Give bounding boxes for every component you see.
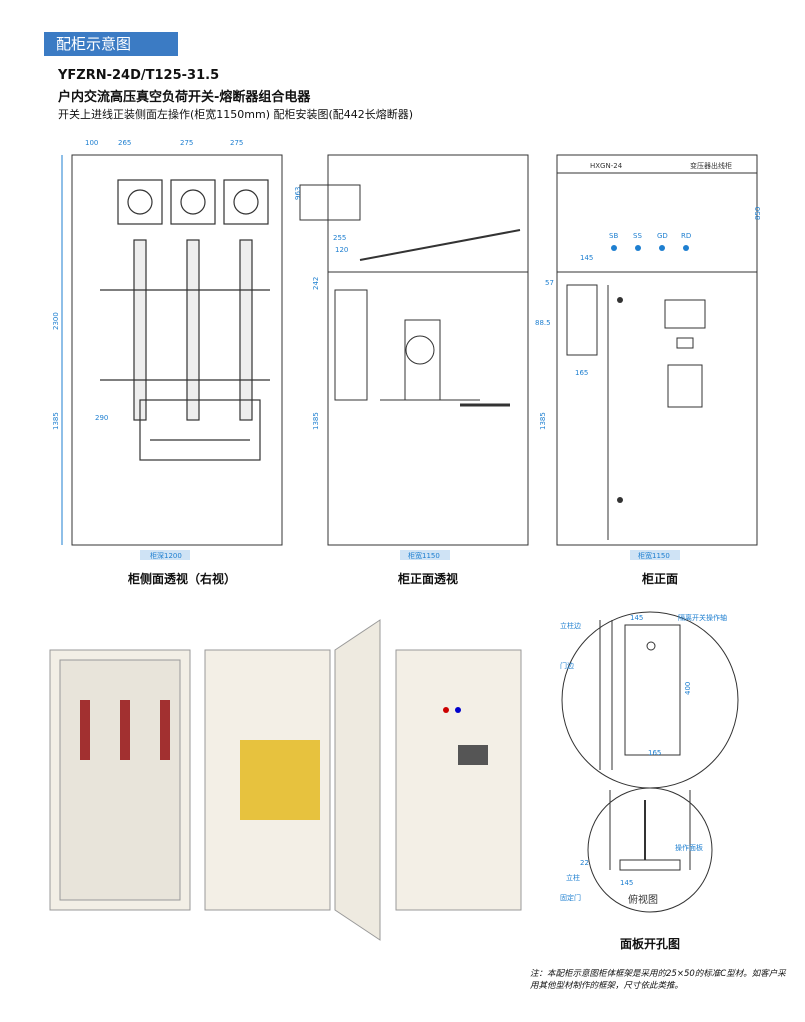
svg-text:88.5: 88.5 [535, 319, 551, 327]
model-title: YFZRN-24D/T125-31.5 [58, 68, 220, 83]
svg-text:操作面板: 操作面板 [675, 843, 703, 852]
photo-open-cabinet [49, 649, 191, 911]
front-view-caption: 柜正面 [641, 572, 678, 586]
svg-text:120: 120 [335, 246, 348, 254]
svg-text:立柱: 立柱 [566, 873, 580, 882]
photo-front-closed [395, 649, 522, 911]
install-subtitle: 开关上进线正装侧面左操作(柜宽1150mm) 配柜安装图(配442长熔断器) [58, 108, 414, 121]
svg-text:1385: 1385 [312, 412, 320, 430]
front-perspective-drawing: 963 255 120 242 1385 柜宽1150 [294, 154, 529, 560]
section-header: 配柜示意图 [44, 32, 178, 56]
side-view-caption: 柜侧面透视（右视） [127, 572, 236, 586]
svg-text:1385: 1385 [52, 412, 60, 430]
svg-text:隔离开关操作轴: 隔离开关操作轴 [678, 613, 727, 622]
svg-text:145: 145 [620, 879, 633, 887]
top-view-label: 俯视图 [628, 893, 658, 906]
detail-caption: 面板开孔图 [619, 937, 680, 951]
svg-text:963: 963 [294, 187, 302, 200]
svg-text:SS: SS [633, 232, 642, 240]
side-view-drawing: 265 275 275 100 2300 1385 290 柜深1200 [52, 139, 283, 560]
product-title: 户内交流高压真空负荷开关-熔断器组合电器 [58, 90, 311, 105]
svg-text:GD: GD [657, 232, 668, 240]
svg-text:242: 242 [312, 277, 320, 290]
svg-text:290: 290 [95, 414, 108, 422]
svg-text:柜宽1150: 柜宽1150 [408, 551, 440, 560]
front-persp-caption: 柜正面透视 [397, 572, 458, 586]
side-width-label: 柜深1200 [150, 551, 182, 560]
svg-text:2300: 2300 [52, 312, 60, 330]
svg-text:145: 145 [580, 254, 593, 262]
svg-text:275: 275 [230, 139, 243, 147]
svg-text:变压器出线柜: 变压器出线柜 [690, 161, 732, 170]
svg-text:850: 850 [754, 207, 762, 220]
svg-text:22: 22 [580, 859, 589, 867]
svg-text:165: 165 [575, 369, 588, 377]
svg-text:立柱边: 立柱边 [560, 621, 581, 630]
svg-text:RD: RD [681, 232, 691, 240]
svg-text:57: 57 [545, 279, 554, 287]
front-view-drawing: HXGN-24 变压器出线柜 SB SS GD RD 145 57 88.5 1… [535, 154, 762, 560]
svg-text:165: 165 [648, 749, 661, 757]
photo-door-open [204, 619, 381, 941]
svg-text:门边: 门边 [560, 661, 574, 670]
svg-text:固定门: 固定门 [560, 893, 581, 902]
svg-text:400: 400 [684, 682, 692, 695]
svg-text:HXGN-24: HXGN-24 [590, 162, 623, 170]
panel-hole-detail: 145 165 400 立柱边 门边 隔离开关操作轴 145 22 立柱 固定门… [560, 611, 739, 913]
footer-note: 注：本配柜示意图柜体框架是采用的25×50的标准C型材。如客户采用其他型材制作的… [530, 969, 786, 991]
svg-text:SB: SB [609, 232, 618, 240]
svg-text:275: 275 [180, 139, 193, 147]
svg-text:265: 265 [118, 139, 131, 147]
svg-text:1385: 1385 [539, 412, 547, 430]
svg-text:柜宽1150: 柜宽1150 [638, 551, 670, 560]
svg-text:145: 145 [630, 614, 643, 622]
svg-text:255: 255 [333, 234, 346, 242]
svg-text:100: 100 [85, 139, 98, 147]
